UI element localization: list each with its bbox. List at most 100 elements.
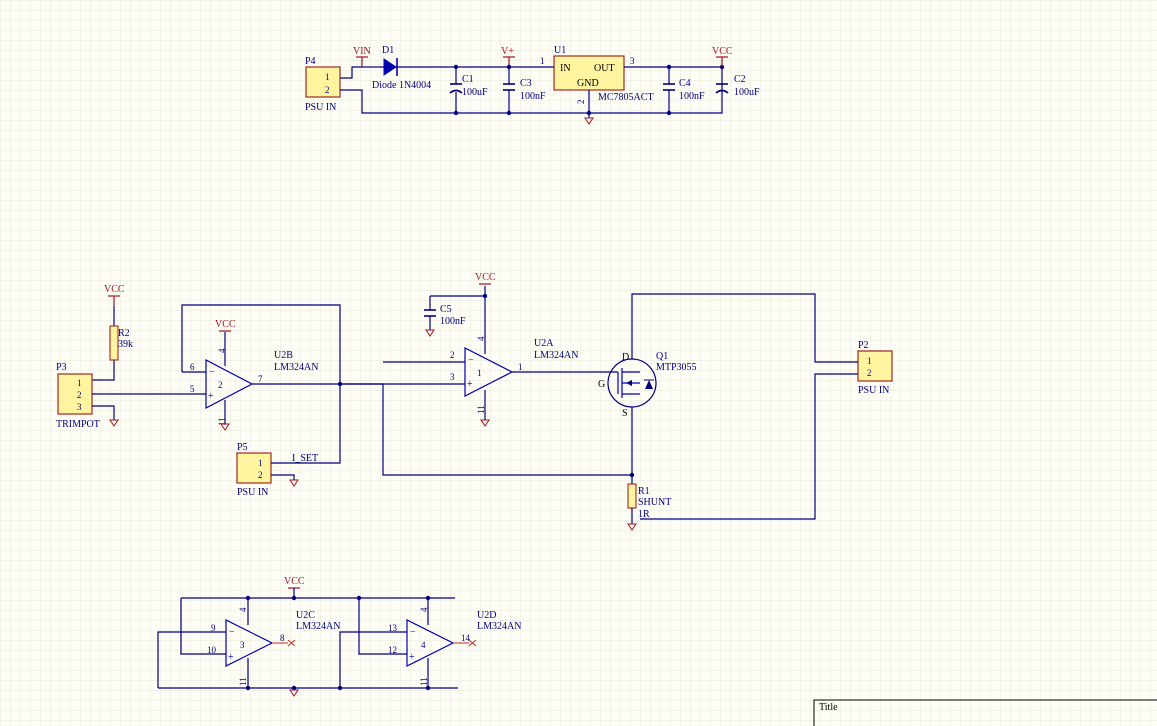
svg-text:LM324AN: LM324AN xyxy=(274,362,318,373)
svg-text:OUT: OUT xyxy=(594,63,615,74)
title-block: Title xyxy=(813,699,1157,726)
opamp-u2d[interactable]: − + 4 U2D LM324AN 13 12 14 4 11 xyxy=(388,607,521,686)
capacitor-c1[interactable]: C1 100uF xyxy=(449,67,488,113)
power-port-vcc: VCC xyxy=(712,46,733,67)
svg-text:R2: R2 xyxy=(118,328,130,339)
svg-text:PSU IN: PSU IN xyxy=(858,385,889,396)
svg-text:1: 1 xyxy=(518,362,523,372)
svg-text:4: 4 xyxy=(421,640,426,650)
svg-text:VCC: VCC xyxy=(475,272,496,283)
svg-text:3: 3 xyxy=(450,372,455,382)
svg-text:100uF: 100uF xyxy=(462,87,488,98)
power-port-vcc: VCC xyxy=(475,272,496,285)
svg-text:U2B: U2B xyxy=(274,350,293,361)
svg-text:VCC: VCC xyxy=(104,284,125,295)
svg-text:R1: R1 xyxy=(638,486,650,497)
svg-text:SHUNT: SHUNT xyxy=(638,497,671,508)
svg-text:D: D xyxy=(622,352,629,363)
opamp-u2c[interactable]: − + 3 U2C LM324AN 9 10 8 4 11 xyxy=(207,607,340,686)
svg-text:C1: C1 xyxy=(462,74,474,85)
ground-symbol xyxy=(480,419,490,427)
svg-text:C3: C3 xyxy=(520,78,532,89)
svg-text:100nF: 100nF xyxy=(520,91,546,102)
svg-text:TRIMPOT: TRIMPOT xyxy=(56,419,100,430)
svg-text:MTP3055: MTP3055 xyxy=(656,362,697,373)
svg-text:13: 13 xyxy=(388,623,398,633)
svg-text:3: 3 xyxy=(240,640,245,650)
svg-text:11: 11 xyxy=(476,405,486,414)
svg-text:−: − xyxy=(410,627,416,638)
capacitor-c4[interactable]: C4 100nF xyxy=(663,67,705,113)
wire xyxy=(92,393,200,420)
power-port-vin: VIN xyxy=(353,46,371,67)
svg-text:9: 9 xyxy=(211,623,216,633)
ground-symbol xyxy=(289,479,299,487)
svg-text:1R: 1R xyxy=(638,509,650,520)
connector-p5[interactable]: P5 1 2 PSU IN xyxy=(236,442,272,498)
connector-body xyxy=(305,66,341,98)
svg-text:1: 1 xyxy=(258,458,263,468)
svg-text:5: 5 xyxy=(190,384,195,394)
svg-text:2: 2 xyxy=(450,350,455,360)
svg-text:10: 10 xyxy=(207,645,217,655)
svg-text:2: 2 xyxy=(576,100,586,105)
capacitor-c2[interactable]: C2 100uF xyxy=(715,74,760,98)
opamp-u2a[interactable]: − + 1 U2A LM324AN 2 3 1 4 11 xyxy=(450,336,578,414)
svg-text:VIN: VIN xyxy=(353,46,371,57)
svg-text:2: 2 xyxy=(867,368,872,378)
opamp-body xyxy=(464,347,514,397)
no-connect-icon xyxy=(453,639,477,647)
svg-text:2: 2 xyxy=(77,390,82,400)
svg-text:C4: C4 xyxy=(679,78,691,89)
svg-text:14: 14 xyxy=(461,633,471,643)
svg-text:S: S xyxy=(622,408,628,419)
svg-text:LM324AN: LM324AN xyxy=(477,621,521,632)
svg-text:Diode 1N4004: Diode 1N4004 xyxy=(372,80,431,91)
regulator-u1[interactable]: U1 IN OUT GND 1 3 2 MC7805ACT xyxy=(540,45,654,104)
svg-text:+: + xyxy=(228,652,234,663)
wire xyxy=(608,293,848,484)
svg-text:P2: P2 xyxy=(858,340,869,351)
opamp-u2b[interactable]: − + 2 U2B LM324AN 6 5 7 4 11 xyxy=(190,348,318,426)
svg-text:11: 11 xyxy=(419,677,429,686)
ground-symbol xyxy=(220,423,230,431)
svg-text:1: 1 xyxy=(77,378,82,388)
capacitor-c5[interactable]: C5 100nF xyxy=(424,304,466,327)
resistor-r2[interactable]: R2 39k xyxy=(92,306,133,381)
svg-text:+: + xyxy=(409,652,415,663)
svg-text:4: 4 xyxy=(238,607,248,612)
svg-text:P5: P5 xyxy=(237,442,248,453)
pin-number: 1 xyxy=(325,72,330,82)
capacitor-c3[interactable]: C3 100nF xyxy=(503,67,546,113)
wire xyxy=(157,631,458,689)
designator: P4 xyxy=(305,56,316,67)
connector-p4[interactable]: P4 1 2 PSU IN xyxy=(305,56,341,113)
power-port-vcc: VCC xyxy=(215,319,236,332)
wire xyxy=(271,462,298,480)
svg-text:+: + xyxy=(467,379,473,390)
wire xyxy=(181,304,632,476)
title-label: Title xyxy=(819,702,838,713)
svg-text:39k: 39k xyxy=(118,339,133,350)
svg-text:U2D: U2D xyxy=(477,610,496,621)
power-supply-section: P4 1 2 PSU IN VIN D1 Diode 1N4004 C1 1 xyxy=(305,45,760,125)
svg-text:V+: V+ xyxy=(501,46,514,57)
wire xyxy=(180,588,455,655)
svg-text:3: 3 xyxy=(77,402,82,412)
svg-text:11: 11 xyxy=(238,677,248,686)
connector-p2[interactable]: P2 1 2 PSU IN xyxy=(857,340,893,396)
svg-text:100nF: 100nF xyxy=(679,91,705,102)
svg-text:G: G xyxy=(598,379,605,390)
svg-text:LM324AN: LM324AN xyxy=(534,350,578,361)
svg-text:MC7805ACT: MC7805ACT xyxy=(598,92,654,103)
power-port-vcc: VCC xyxy=(284,576,305,589)
svg-text:8: 8 xyxy=(280,633,285,643)
svg-text:GND: GND xyxy=(577,78,599,89)
opamp-body xyxy=(205,359,254,409)
svg-text:−: − xyxy=(209,367,215,378)
net-label-iset: I_SET xyxy=(292,453,318,464)
svg-text:11: 11 xyxy=(217,417,227,426)
svg-text:100uF: 100uF xyxy=(734,87,760,98)
